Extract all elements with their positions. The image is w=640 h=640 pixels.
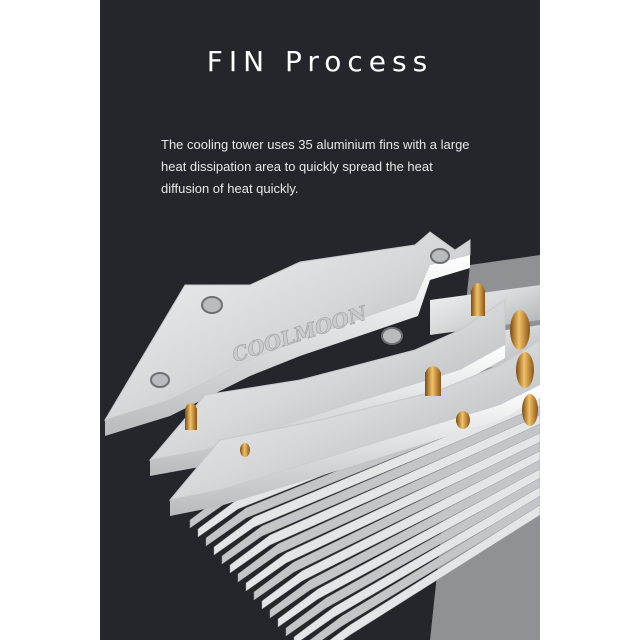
fin-plate <box>237 423 540 583</box>
fin-plate <box>261 450 540 610</box>
fin-plate <box>309 495 540 640</box>
description-text: The cooling tower uses 35 aluminium fins… <box>161 134 491 200</box>
fin-plate <box>245 432 540 592</box>
description-line-1: The cooling tower uses 35 aluminium fins… <box>161 137 470 152</box>
page-title: FIN Process <box>206 44 434 78</box>
fin-plate <box>269 459 540 619</box>
top-fin: COOLMOON <box>103 231 471 436</box>
fin-plate <box>229 414 540 574</box>
fin-plate <box>213 396 540 556</box>
fin-plate <box>221 405 540 565</box>
fin-plate <box>293 486 540 640</box>
fin-plate <box>285 477 540 637</box>
fin-plate <box>329 504 540 640</box>
fin-plate <box>277 468 540 628</box>
fin-plate <box>253 441 540 601</box>
description-line-3: diffusion of heat quickly. <box>161 181 299 196</box>
heat-pipes <box>185 283 538 457</box>
fin-mounting-holes <box>150 248 450 388</box>
third-fin <box>168 339 540 516</box>
description-line-2: heat dissipation area to quickly spread … <box>161 159 433 174</box>
